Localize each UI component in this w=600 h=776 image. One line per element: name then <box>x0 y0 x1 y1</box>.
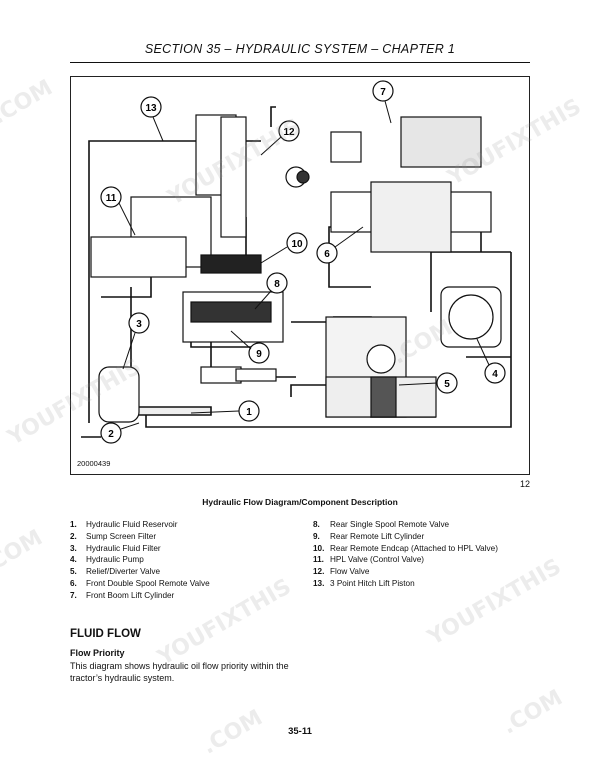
svg-text:4: 4 <box>492 369 498 380</box>
watermark: .COM <box>0 75 57 130</box>
watermark: .COM <box>0 525 47 580</box>
list-item: 2.Sump Screen Filter <box>70 531 157 541</box>
list-item: 3.Hydraulic Fluid Filter <box>70 543 161 553</box>
callout-6: 6 <box>316 226 364 264</box>
callout-2: 2 <box>100 422 140 444</box>
list-item: 11.HPL Valve (Control Valve) <box>313 555 425 565</box>
list-item: 8.Rear Single Spool Remote Valve <box>313 520 450 529</box>
svg-text:8: 8 <box>274 279 280 290</box>
svg-text:11: 11 <box>106 193 117 204</box>
hydraulic-flow-diagram: 13 12 11 10 8 9 3 1 2 7 6 4 5 20000439 <box>70 76 530 475</box>
svg-text:9: 9 <box>256 349 262 360</box>
list-item: 4.Hydraulic Pump <box>70 555 144 565</box>
list-item: 10.Rear Remote Endcap (Attached to HPL V… <box>313 543 498 553</box>
callout-1: 1 <box>190 400 260 422</box>
list-item: 6.Front Double Spool Remote Valve <box>70 578 210 588</box>
figure-id: 20000439 <box>77 459 111 468</box>
subsection-title: Flow Priority <box>70 648 125 658</box>
svg-text:3: 3 <box>136 319 142 330</box>
callout-9: 9 <box>230 330 270 364</box>
body-paragraph: This diagram shows hydraulic oil flow pr… <box>70 661 289 683</box>
callout-4: 4 <box>476 338 506 384</box>
diagram-drawing: 13 12 11 10 8 9 3 1 2 7 6 4 5 <box>81 80 512 444</box>
callout-8: 8 <box>254 272 288 310</box>
callout-13: 13 <box>140 96 164 142</box>
callout-12: 12 <box>260 120 300 156</box>
svg-text:5: 5 <box>444 379 450 390</box>
diagram-caption: Hydraulic Flow Diagram/Component Descrip… <box>202 497 398 507</box>
callout-7: 7 <box>372 80 394 124</box>
list-item: 7.Front Boom Lift Cylinder <box>70 590 175 600</box>
page-number: 35-11 <box>288 726 312 737</box>
list-item: 9.Rear Remote Lift Cylinder <box>313 531 425 541</box>
svg-text:10: 10 <box>291 239 303 250</box>
svg-text:12: 12 <box>283 127 295 138</box>
callout-10: 10 <box>260 232 308 264</box>
svg-text:1: 1 <box>246 407 252 418</box>
list-item: 12.Flow Valve <box>313 567 370 577</box>
svg-text:2: 2 <box>108 429 114 440</box>
callout-3: 3 <box>122 312 150 370</box>
list-item: 13.3 Point Hitch Lift Piston <box>313 578 415 588</box>
svg-text:6: 6 <box>324 249 330 260</box>
list-item: 1.Hydraulic Fluid Reservoir <box>70 520 178 529</box>
svg-text:7: 7 <box>380 87 386 98</box>
component-list-left: 1.Hydraulic Fluid Reservoir 2.Sump Scree… <box>70 519 210 602</box>
list-item: 5.Relief/Diverter Valve <box>70 567 161 577</box>
component-list-right: 8.Rear Single Spool Remote Valve 9.Rear … <box>313 519 498 590</box>
svg-text:13: 13 <box>145 103 157 114</box>
figure-number: 12 <box>519 479 530 489</box>
section-header: SECTION 35 – HYDRAULIC SYSTEM – CHAPTER … <box>144 42 456 56</box>
section-title: FLUID FLOW <box>70 628 141 640</box>
callout-11: 11 <box>100 186 136 236</box>
callout-5: 5 <box>398 372 458 394</box>
header-rule <box>70 62 530 63</box>
